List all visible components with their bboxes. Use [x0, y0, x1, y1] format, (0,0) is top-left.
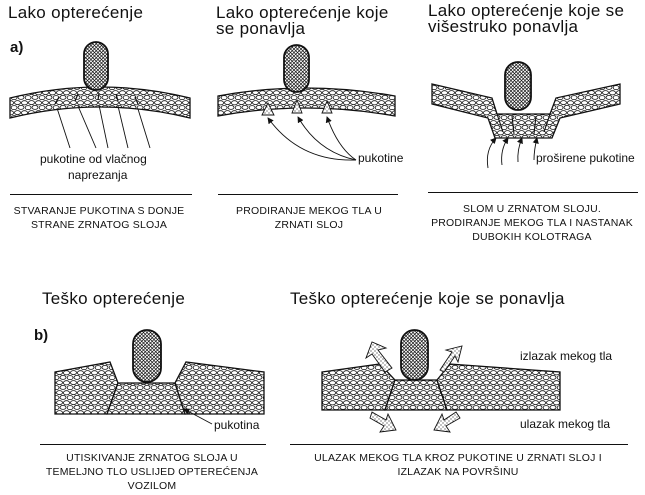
diagram-a3-label: proširene pukotine: [536, 152, 635, 165]
wheel-a1: [84, 42, 108, 90]
diagram-b2-divider: [290, 444, 628, 445]
granular-layer-b1: [55, 362, 118, 414]
panel-a-letter: a): [10, 40, 23, 56]
diagram-a3-caption-line2: PRODIRANJE MEKOG TLA I NASTANAK: [431, 218, 633, 229]
diagram-a2-divider: [218, 194, 398, 195]
wheel-b2: [401, 330, 428, 380]
diagram-a1-label-line2: naprezanja: [68, 169, 127, 182]
diagram-b2-caption-line2: IZLAZAK NA POVRŠINU: [397, 467, 518, 478]
diagram-b2-label-outflow: izlazak mekog tla: [520, 350, 612, 363]
crack-pointers-a1: [57, 105, 150, 148]
diagram-a2-title-line2: se ponavlja: [216, 20, 305, 38]
crack-pointers-a2: [268, 117, 356, 160]
diagram-b2-title: Teško opterećenje koje se ponavlja: [290, 290, 565, 308]
diagram-b1-caption-line1: UTISKIVANJE ZRNATOG SLOJA U: [66, 453, 238, 464]
granular-layer-b1-center: [107, 383, 185, 414]
diagram-b1-divider: [40, 444, 266, 445]
diagram-b1-label: pukotina: [214, 419, 259, 432]
wheel-b1: [133, 330, 161, 382]
crack-pointers-a3: [487, 138, 537, 168]
wheel-a3: [505, 62, 531, 110]
diagram-a1-caption-line1: STVARANJE PUKOTINA S DONJE: [14, 206, 185, 217]
diagram-a2-caption-line2: ZRNATI SLOJ: [275, 220, 344, 231]
diagram-a1-label-line1: pukotine od vlačnog: [40, 153, 147, 166]
diagram-b2-caption-line1: ULAZAK MEKOG TLA KROZ PUKOTINE U ZRNATI …: [314, 453, 602, 464]
diagram-a3-caption-line1: SLOM U ZRNATOM SLOJU.: [463, 204, 601, 215]
wheel-a2: [284, 45, 309, 92]
diagram-a3-title-line2: višestruko ponavlja: [428, 18, 578, 36]
diagram-a1-title: Lako opterećenje: [8, 4, 143, 22]
panel-b-letter: b): [34, 328, 48, 344]
diagram-a3-divider: [428, 192, 638, 193]
diagram-a2-caption-line1: PRODIRANJE MEKOG TLA U: [236, 206, 382, 217]
diagram-a1-divider: [10, 194, 192, 195]
granular-layer-b1-right: [175, 362, 264, 414]
diagram-b2-label-inflow: ulazak mekog tla: [520, 418, 610, 431]
granular-layer-b2-right: [437, 364, 560, 410]
granular-layer-a1: [10, 87, 190, 118]
granular-layer-a2: [218, 88, 395, 116]
diagram-a2-label: pukotine: [358, 152, 403, 165]
diagram-b1-title: Teško opterećenje: [42, 290, 185, 308]
diagram-b1-caption-line3: VOZILOM: [128, 481, 177, 492]
diagram-b1-caption-line2: TEMELJNO TLO USLIJED OPTEREĆENJA: [46, 467, 258, 478]
granular-layer-b2-center: [385, 380, 447, 410]
diagram-a1-caption-line2: STRANE ZRNATOG SLOJA: [31, 220, 167, 231]
diagram-a3-caption-line3: DUBOKIH KOLOTRAGA: [472, 232, 592, 243]
